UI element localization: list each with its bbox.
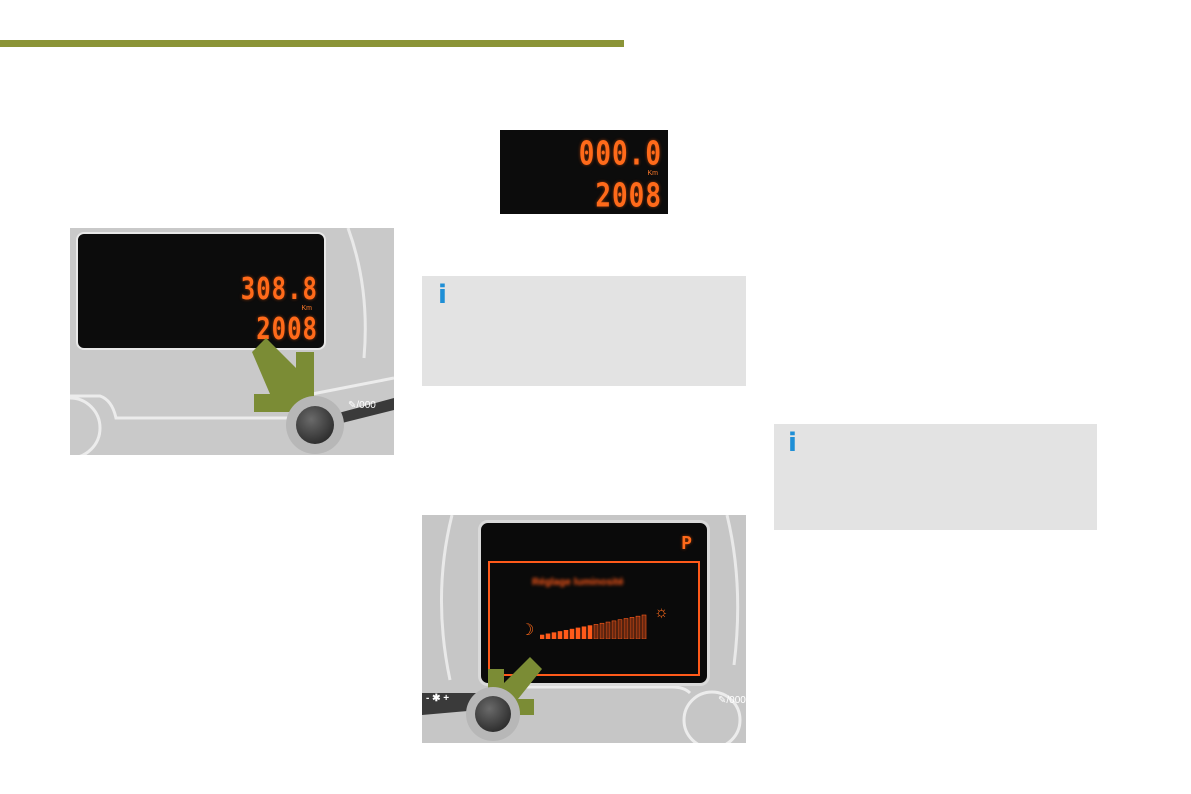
lcd-screen: 308.8 Km 2008 — [76, 232, 326, 350]
trip-reset-button[interactable] — [296, 406, 334, 444]
dashboard-trim — [422, 515, 742, 743]
display-screen: P Réglage luminosité ☽ ☼ — [478, 520, 710, 686]
brightness-bar — [617, 619, 623, 639]
trip-reading: 000.0 — [578, 135, 662, 173]
sun-icon: ☼ — [654, 604, 669, 621]
brightness-bar — [611, 620, 617, 639]
brightness-button-label: - ✱ + — [426, 693, 450, 704]
brightness-setting-photo: P Réglage luminosité ☽ ☼ - ✱ + ✎/000 — [422, 515, 746, 743]
trip-reset-display-photo: 000.0 Km 2008 — [500, 130, 668, 214]
brightness-button[interactable] — [475, 696, 511, 732]
brightness-bar — [641, 614, 647, 639]
brightness-title: Réglage luminosité — [532, 577, 624, 588]
brightness-bar — [569, 628, 575, 639]
brightness-bar — [581, 626, 587, 639]
right-button-label: ✎/000 — [718, 695, 746, 706]
info-icon: i — [438, 280, 447, 310]
moon-icon: ☽ — [520, 622, 535, 639]
press-arrow-icon — [252, 338, 314, 412]
section-header-bar — [0, 40, 624, 47]
button-label: ✎/000 — [348, 400, 376, 411]
brightness-level-bars — [540, 614, 647, 639]
brightness-bar — [551, 632, 557, 639]
brightness-bar — [575, 627, 581, 639]
brightness-bar — [629, 617, 635, 639]
trip-reading: 308.8 — [240, 271, 318, 307]
brightness-panel: Réglage luminosité ☽ ☼ — [488, 561, 700, 676]
brightness-bar — [605, 621, 611, 639]
brightness-bar — [623, 618, 629, 639]
brightness-bar — [635, 615, 641, 639]
brightness-bar — [540, 634, 545, 639]
brightness-bar — [545, 633, 551, 639]
info-note-box: i — [774, 424, 1097, 530]
wrench-icon: ✎ — [348, 400, 357, 411]
brightness-bar — [563, 629, 569, 639]
brightness-bar — [593, 624, 599, 639]
brightness-bar — [557, 631, 563, 639]
odometer-photo: 308.8 Km 2008 ✎/000 — [70, 228, 394, 455]
unit-label: Km — [301, 305, 313, 312]
info-note-box: i — [422, 276, 746, 386]
gear-indicator: P — [681, 533, 693, 554]
brightness-bar — [587, 625, 593, 639]
wrench-icon: ✎ — [718, 695, 727, 706]
total-reading: 2008 — [595, 177, 662, 215]
info-icon: i — [788, 428, 797, 458]
brightness-bar — [599, 622, 605, 639]
unit-label: Km — [647, 170, 659, 177]
